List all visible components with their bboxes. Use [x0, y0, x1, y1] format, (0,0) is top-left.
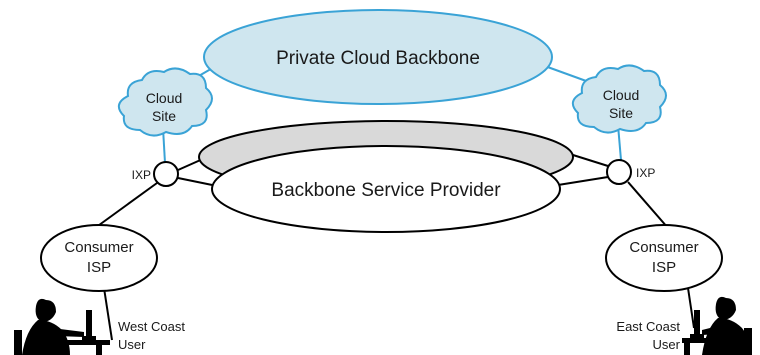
user-west-line1: West Coast	[118, 319, 185, 334]
backbone-service-provider: Backbone Service Provider	[198, 120, 574, 233]
cloud-site-east: Cloud Site	[571, 64, 667, 134]
link-west-isp-to-user	[103, 287, 113, 341]
consumer-isp-west-line2: ISP	[87, 259, 111, 276]
cloud-site-east-line2: Site	[609, 105, 633, 121]
person-at-computer-icon	[14, 298, 110, 355]
user-east: East Coast User	[616, 296, 752, 355]
consumer-isp-east-line2: ISP	[652, 259, 676, 276]
link-east-ixp-to-backbone-top	[572, 154, 609, 167]
consumer-isp-west: Consumer ISP	[40, 224, 158, 292]
person-at-computer-icon	[682, 296, 752, 355]
private-cloud-backbone: Private Cloud Backbone	[203, 9, 553, 105]
link-east-ixp-to-backbone	[557, 176, 609, 186]
ixp-west: IXP	[132, 161, 179, 187]
cloud-icon	[571, 64, 667, 134]
cloud-site-west: Cloud Site	[117, 67, 213, 137]
link-east-ixp-to-isp	[627, 181, 669, 229]
consumer-isp-east: Consumer ISP	[605, 224, 723, 292]
cloud-site-east-line1: Cloud	[603, 87, 640, 103]
link-east-isp-to-user	[687, 287, 695, 329]
user-west-line2: User	[118, 337, 146, 352]
ixp-west-label: IXP	[132, 168, 151, 182]
user-east-line1: East Coast	[616, 319, 680, 334]
user-east-line2: User	[653, 337, 681, 352]
ixp-east: IXP	[606, 159, 655, 185]
consumer-isp-east-line1: Consumer	[629, 239, 698, 256]
cloud-icon	[117, 67, 213, 137]
backbone-service-provider-label: Backbone Service Provider	[271, 180, 501, 201]
consumer-isp-west-line1: Consumer	[64, 239, 133, 256]
user-west: West Coast User	[14, 298, 185, 355]
ixp-east-label: IXP	[636, 166, 655, 180]
private-cloud-backbone-label: Private Cloud Backbone	[276, 48, 480, 69]
cloud-site-west-line2: Site	[152, 108, 176, 124]
cloud-site-west-line1: Cloud	[146, 90, 183, 106]
